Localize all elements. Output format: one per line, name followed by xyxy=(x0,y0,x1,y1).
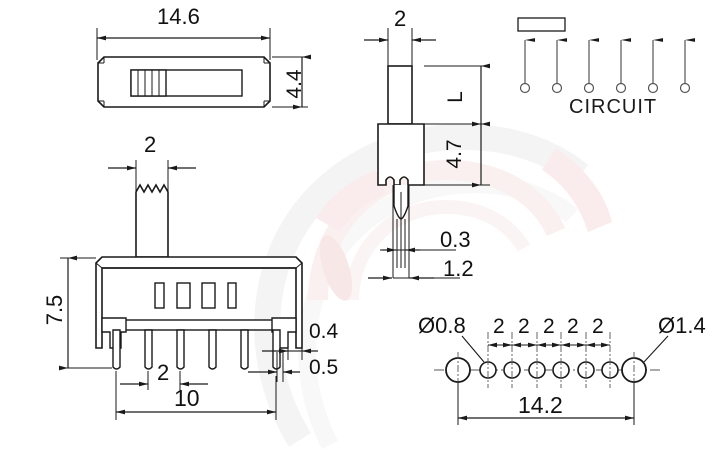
dim-pin-pitch-2 xyxy=(120,371,208,390)
circuit-terminal xyxy=(583,82,595,94)
dim-4-4 xyxy=(272,54,311,110)
dim-10 xyxy=(115,371,277,420)
front-view-pin xyxy=(176,329,185,370)
top-view-group xyxy=(96,28,311,110)
front-view-group xyxy=(59,160,318,420)
dim-label-large-hole-dia: Ø1.4 xyxy=(658,313,706,338)
dim-4-7 xyxy=(424,121,490,188)
front-view-pin xyxy=(112,329,121,370)
dim-label-small-hole-dia: Ø0.8 xyxy=(418,313,466,338)
front-view-base-plate xyxy=(108,319,290,331)
dim-label-7-5: 7.5 xyxy=(42,294,67,326)
body-slot xyxy=(227,282,237,309)
watermark-logo xyxy=(254,123,612,450)
dim-label-14-6: 14.6 xyxy=(157,4,200,29)
dim-0-4 xyxy=(262,330,318,360)
front-view-pin xyxy=(208,329,217,370)
dim-label-pin-pitch-2: 2 xyxy=(157,360,170,385)
dim-label-actuator-width-2: 2 xyxy=(144,132,157,157)
side-view-body xyxy=(377,123,425,186)
circuit-terminal xyxy=(615,82,627,94)
dim-label-14-2: 14.2 xyxy=(518,392,563,418)
dim-label-L: L xyxy=(444,91,467,103)
dim-label-0-5: 0.5 xyxy=(309,356,339,379)
dim-side-actuator-2 xyxy=(364,28,436,66)
front-view-pin xyxy=(240,329,249,370)
dim-label-4-7: 4.7 xyxy=(443,139,466,169)
dim-0-5 xyxy=(248,352,300,382)
circuit-terminal xyxy=(647,82,659,94)
dim-label-1-2: 1.2 xyxy=(443,256,474,281)
dim-label-pitch-4: 2 xyxy=(567,315,579,338)
dim-label-pitch-1: 2 xyxy=(493,315,505,338)
body-slot xyxy=(201,282,216,309)
body-slot xyxy=(154,282,165,309)
dim-label-pitch-5: 2 xyxy=(592,315,604,338)
side-view-actuator xyxy=(387,65,413,125)
circuit-shorting-bar xyxy=(517,17,566,32)
dim-label-pitch-2: 2 xyxy=(518,315,530,338)
dim-label-4-4: 4.4 xyxy=(283,69,306,99)
circuit-terminal xyxy=(519,82,531,94)
dim-label-10: 10 xyxy=(174,385,200,411)
pcb-layout-group xyxy=(434,332,669,425)
circuit-terminal xyxy=(679,82,691,94)
body-slot xyxy=(176,282,191,309)
dim-7-5 xyxy=(59,255,112,371)
dim-label-0-3: 0.3 xyxy=(440,227,471,252)
front-view-actuator xyxy=(135,183,169,258)
dim-label-0-4: 0.4 xyxy=(309,320,339,343)
dim-label-side-actuator-2: 2 xyxy=(394,6,407,31)
dim-14-6 xyxy=(96,28,271,60)
dim-actuator-width-2 xyxy=(108,160,196,196)
dim-label-pitch-3: 2 xyxy=(543,315,555,338)
front-view-pin xyxy=(144,329,153,370)
dim-14-2 xyxy=(457,382,635,425)
side-view-group xyxy=(364,28,490,281)
circuit-terminal xyxy=(551,82,563,94)
circuit-diagram-group xyxy=(517,17,695,94)
circuit-label: CIRCUIT xyxy=(569,96,658,118)
top-view-knob xyxy=(130,69,167,97)
